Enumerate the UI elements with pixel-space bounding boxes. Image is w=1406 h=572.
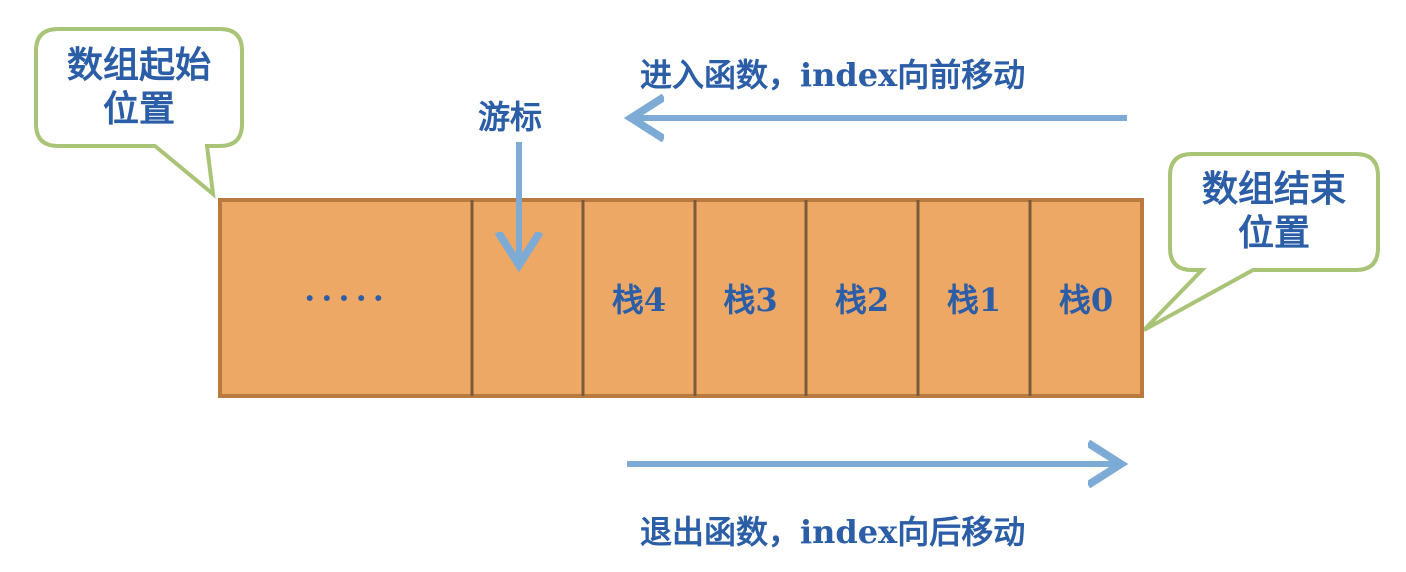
cell-stack-2: 栈2 bbox=[834, 281, 890, 319]
cell-cursor bbox=[472, 200, 583, 396]
array-end-callout: 数组结束 位置 bbox=[1170, 168, 1378, 256]
callout-line: 数组起始 bbox=[66, 45, 211, 86]
cell-stack-1: 栈1 bbox=[946, 281, 1002, 319]
end-bubble-shape bbox=[1142, 152, 1380, 332]
cell-dividers bbox=[470, 200, 1032, 396]
enter-function-label: 进入函数，index向前移动 bbox=[640, 56, 1026, 94]
callout-line: 数组结束 bbox=[1201, 169, 1346, 210]
array-rect bbox=[218, 198, 1144, 398]
cell-stack-0: 栈0 bbox=[1058, 281, 1114, 319]
cursor-label: 游标 bbox=[478, 98, 543, 136]
cell-stack-4: 栈4 bbox=[611, 281, 667, 319]
callout-line: 位置 bbox=[1237, 213, 1310, 254]
callout-line: 位置 bbox=[102, 89, 175, 130]
exit-function-label: 退出函数，index向后移动 bbox=[640, 513, 1026, 551]
array-start-callout: 数组起始 位置 bbox=[36, 44, 242, 132]
cell-ellipsis: ····· bbox=[304, 279, 390, 317]
cell-stack-3: 栈3 bbox=[723, 281, 778, 319]
start-bubble-shape bbox=[34, 27, 244, 199]
